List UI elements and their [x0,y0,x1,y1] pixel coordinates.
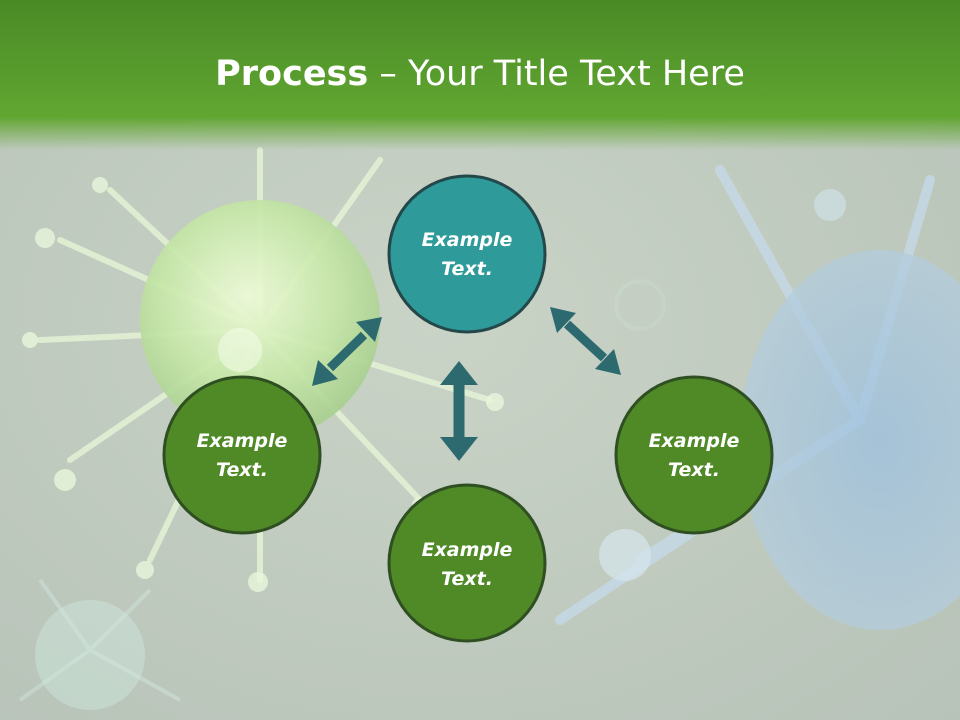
node-bottom-line1: Example [422,539,513,561]
arrow-top-left [312,317,382,386]
slide-title-rest: – Your Title Text Here [368,54,745,94]
arrow-vertical [440,361,478,461]
arrow-top-right [550,307,621,375]
node-bottom-line2: Text. [441,568,493,590]
slide-title: Process – Your Title Text Here [0,50,960,98]
node-right-line1: Example [649,430,740,452]
node-left-line1: Example [197,430,288,452]
node-right-line2: Text. [668,459,720,481]
node-top-line1: Example [422,229,513,251]
node-top-line2: Text. [441,258,493,280]
slide-title-bold: Process [215,54,369,94]
node-bottom[interactable]: Example Text. [387,483,547,643]
title-bar [0,0,960,150]
node-top[interactable]: Example Text. [387,174,547,334]
node-left-line2: Text. [216,459,268,481]
node-right[interactable]: Example Text. [614,375,774,535]
node-left[interactable]: Example Text. [162,375,322,535]
